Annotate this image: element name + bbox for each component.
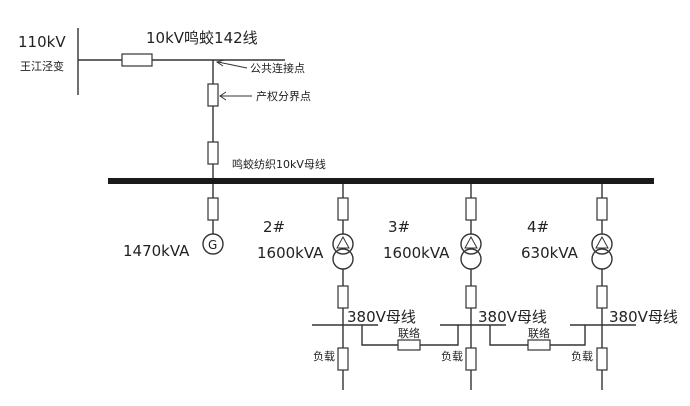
transformer-branch-4: 4# 630kVA 380V母线 负载: [521, 184, 678, 390]
source-voltage-label: 110kV: [18, 33, 66, 51]
transformer-3-icon: [460, 233, 482, 255]
transformer-4-lv-breaker: [596, 285, 608, 309]
generator-breaker: [207, 197, 219, 221]
tie-link-3-4: 联络: [489, 325, 586, 351]
transformer-2-capacity: 1600kVA: [257, 244, 324, 262]
common-connection-label: 公共连接点: [250, 62, 305, 75]
load-3-breaker: [465, 347, 477, 371]
tie-link-2-3-label: 联络: [398, 326, 420, 340]
main-bus-bar: [108, 178, 654, 184]
tie-link-3-4-label: 联络: [528, 326, 550, 340]
lv-bus-3-label: 380V母线: [478, 308, 547, 326]
load-4-breaker: [596, 347, 608, 371]
generator-symbol: G: [208, 238, 217, 252]
transformer-2-hv-breaker: [337, 197, 349, 221]
transformer-3-id: 3#: [388, 218, 410, 236]
load-4-label: 负载: [571, 349, 593, 363]
transformer-4-icon: [591, 233, 613, 255]
generator-icon: [202, 233, 224, 255]
source-substation-label: 王江泾变: [20, 59, 64, 73]
transformer-4-hv-breaker: [596, 197, 608, 221]
transformer-2-icon: [332, 233, 354, 255]
property-boundary-label: 产权分界点: [256, 89, 311, 103]
boundary-switch-1: [207, 83, 219, 107]
lv-bus-2-label: 380V母线: [347, 308, 416, 326]
transformer-3-hv-breaker: [465, 197, 477, 221]
generator-capacity-label: 1470kVA: [123, 242, 190, 260]
tie-link-2-3: 联络: [361, 325, 459, 351]
load-3-label: 负载: [441, 349, 463, 363]
incoming-line-breaker: [121, 53, 153, 67]
tie-link-2-3-switch: [397, 339, 421, 351]
property-boundary-arrowhead: [219, 91, 227, 101]
transformer-branch-2: 2# 1600kVA 380V母线 负载: [257, 184, 416, 390]
transformer-4-id: 4#: [527, 218, 549, 236]
transformer-3-lv-breaker: [465, 285, 477, 309]
load-2-breaker: [337, 347, 349, 371]
common-connection-arrowhead: [215, 59, 225, 67]
transformer-branch-3: 3# 1600kVA 380V母线 负载: [383, 184, 547, 390]
tie-link-3-4-switch: [527, 339, 551, 351]
transformer-2-id: 2#: [263, 218, 285, 236]
transformer-3-capacity: 1600kVA: [383, 244, 450, 262]
transformer-2-lv-breaker: [337, 285, 349, 309]
transformer-4-capacity: 630kVA: [521, 244, 579, 262]
main-bus-label: 鸣蛟纺织10kV母线: [232, 157, 326, 171]
incoming-line-label: 10kV鸣蛟142线: [146, 29, 258, 47]
lv-bus-4-label: 380V母线: [609, 308, 678, 326]
boundary-switch-2: [207, 141, 219, 165]
load-2-label: 负载: [313, 349, 335, 363]
common-connection-arrow: [217, 61, 248, 69]
